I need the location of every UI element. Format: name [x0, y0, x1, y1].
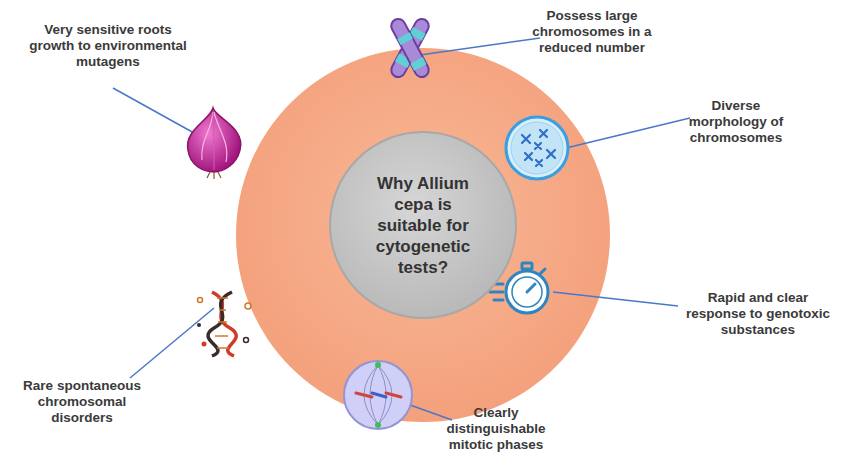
feature-label: Diverse morphology of chromosomes — [680, 98, 792, 146]
onion-icon — [188, 108, 241, 179]
feature-label: Very sensitive roots growth to environme… — [22, 22, 194, 70]
question-text: Why Allium cepa is suitable for cytogene… — [361, 173, 486, 278]
mitosis-icon — [344, 361, 412, 429]
feature-label: Clearly distinguishable mitotic phases — [440, 405, 552, 453]
question-circle: Why Allium cepa is suitable for cytogene… — [328, 130, 518, 320]
feature-label: Possess large chromosomes in a reduced n… — [528, 8, 656, 56]
feature-label: Rapid and clear response to genotoxic su… — [682, 290, 834, 338]
leader-lines — [113, 38, 690, 420]
node-text-wrap: Why Allium cepa is suitable for cytogene… — [328, 130, 518, 320]
feature-label: Rare spontaneous chromosomal disorders — [18, 378, 146, 426]
chromosome-icon — [389, 16, 431, 79]
outer-ring — [236, 48, 610, 422]
dna-icon — [197, 292, 251, 356]
cell-icon — [506, 117, 568, 179]
circle-shape — [330, 132, 516, 318]
